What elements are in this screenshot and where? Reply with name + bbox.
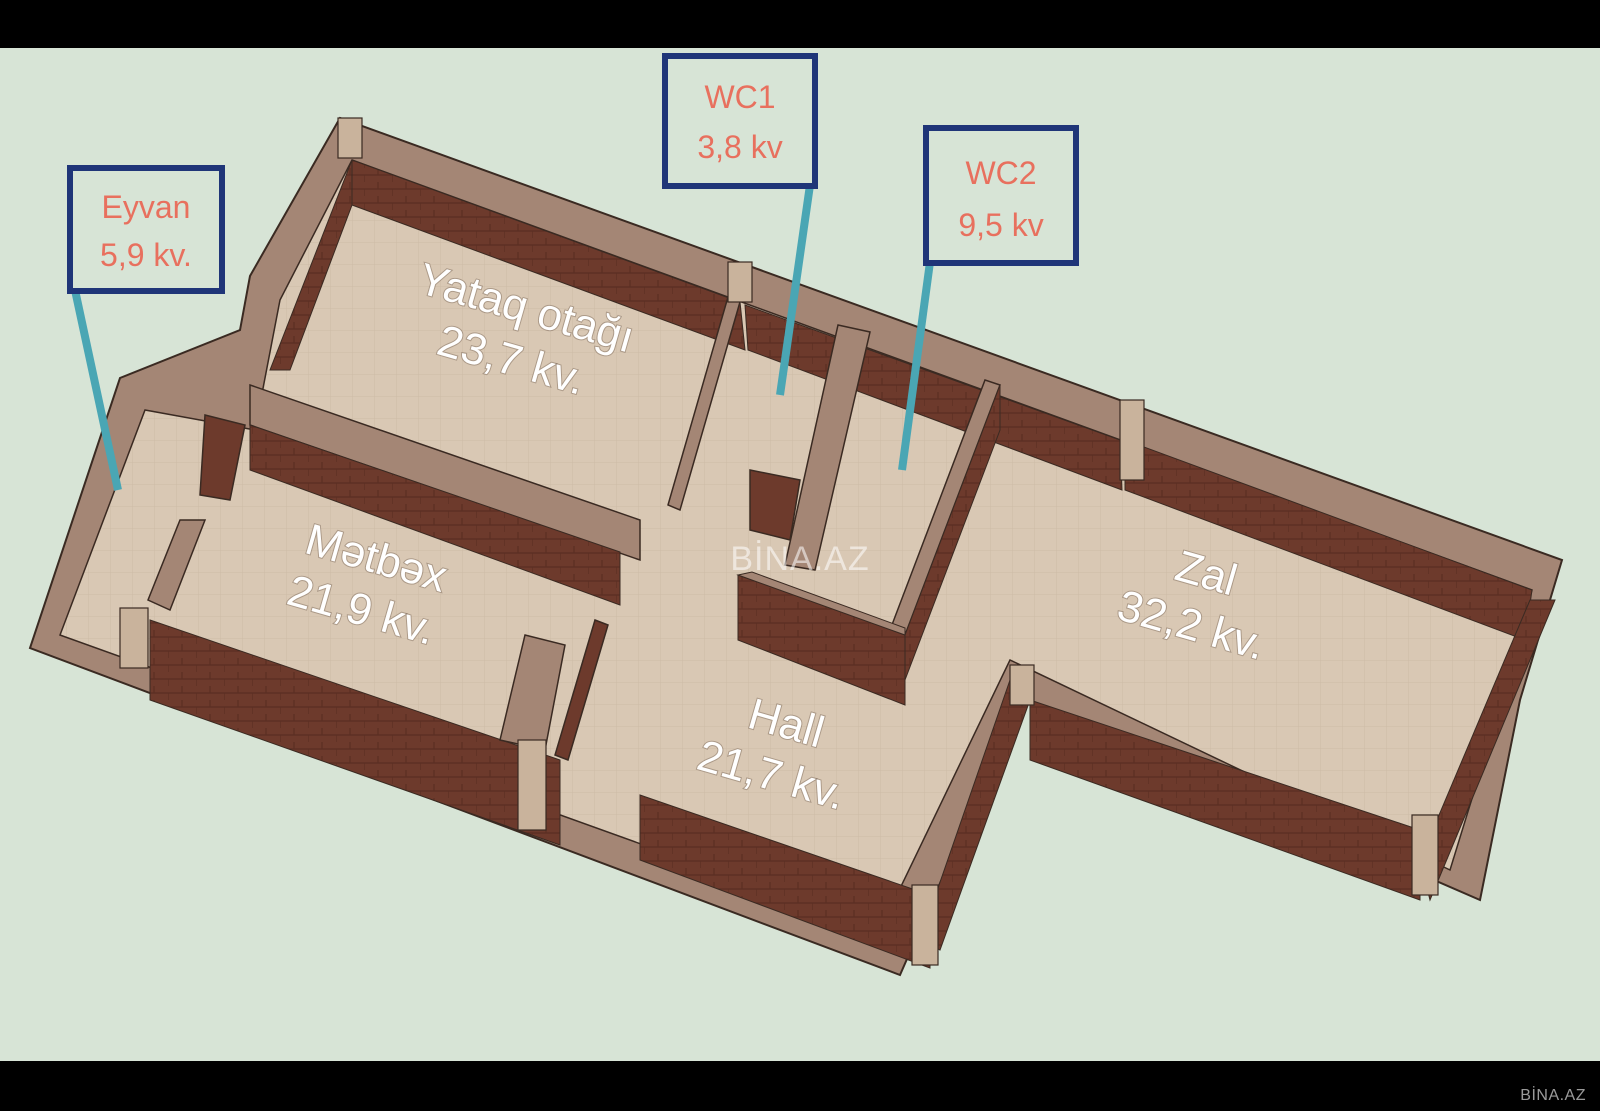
- wall-face-left-bedroom: [269, 159, 353, 371]
- pillar-8: [1009, 664, 1035, 706]
- callout-wc2-box: [923, 125, 1079, 266]
- callout-wc1-name: WC1: [704, 79, 775, 115]
- callout-wc1: WC1 3,8 kv: [662, 53, 818, 189]
- watermark: BİNA.AZ: [730, 540, 869, 578]
- wall-kitchen-pillar: [199, 414, 246, 501]
- callout-wc2-name: WC2: [965, 155, 1036, 191]
- callout-eyvan: Eyvan 5,9 kv.: [67, 165, 225, 294]
- wall-wc2-bottom-top: [736, 571, 906, 636]
- wall-kitchen-stub: [147, 519, 207, 612]
- pillar-3: [1119, 399, 1145, 481]
- callout-wc2-area: 9,5 kv: [958, 207, 1043, 243]
- wall-wc-divider: [784, 324, 871, 571]
- wall-bedroom-kitchen-face: [249, 424, 621, 606]
- corner-watermark: BİNA.AZ: [1520, 1087, 1586, 1104]
- pillar-4: [119, 607, 149, 669]
- pillar-1: [337, 117, 363, 159]
- callouts: Eyvan 5,9 kv. WC1 3,8 kv WC2 9,5 kv: [67, 53, 1079, 294]
- wall-face-right: [1419, 599, 1556, 902]
- wall-wc1-stub: [749, 469, 801, 541]
- pillar-7: [1411, 814, 1439, 896]
- pillar-2: [727, 261, 753, 303]
- leader-eyvan: [71, 289, 122, 491]
- callout-wc1-box: [662, 53, 818, 189]
- wall-face-bottom-hall: [639, 794, 931, 969]
- wall-bedroom-kitchen: [249, 383, 641, 562]
- wall-face-bottom-zal: [1029, 699, 1421, 901]
- callout-eyvan-area: 5,9 kv.: [100, 237, 192, 273]
- callout-wc1-area: 3,8 kv: [697, 129, 782, 165]
- interior-walls: [147, 288, 1001, 761]
- leader-lines: [71, 184, 934, 491]
- leader-wc2: [898, 261, 934, 471]
- callout-eyvan-box: [67, 165, 225, 294]
- leader-wc1: [776, 184, 814, 396]
- wall-kitchen-right: [554, 619, 609, 761]
- corner-pillars: [119, 117, 1439, 966]
- pillar-6: [911, 884, 939, 966]
- callout-wc2: WC2 9,5 kv: [923, 125, 1079, 266]
- callout-eyvan-name: Eyvan: [102, 189, 191, 225]
- pillar-5: [517, 739, 547, 831]
- wall-face-bottom-left: [149, 619, 561, 846]
